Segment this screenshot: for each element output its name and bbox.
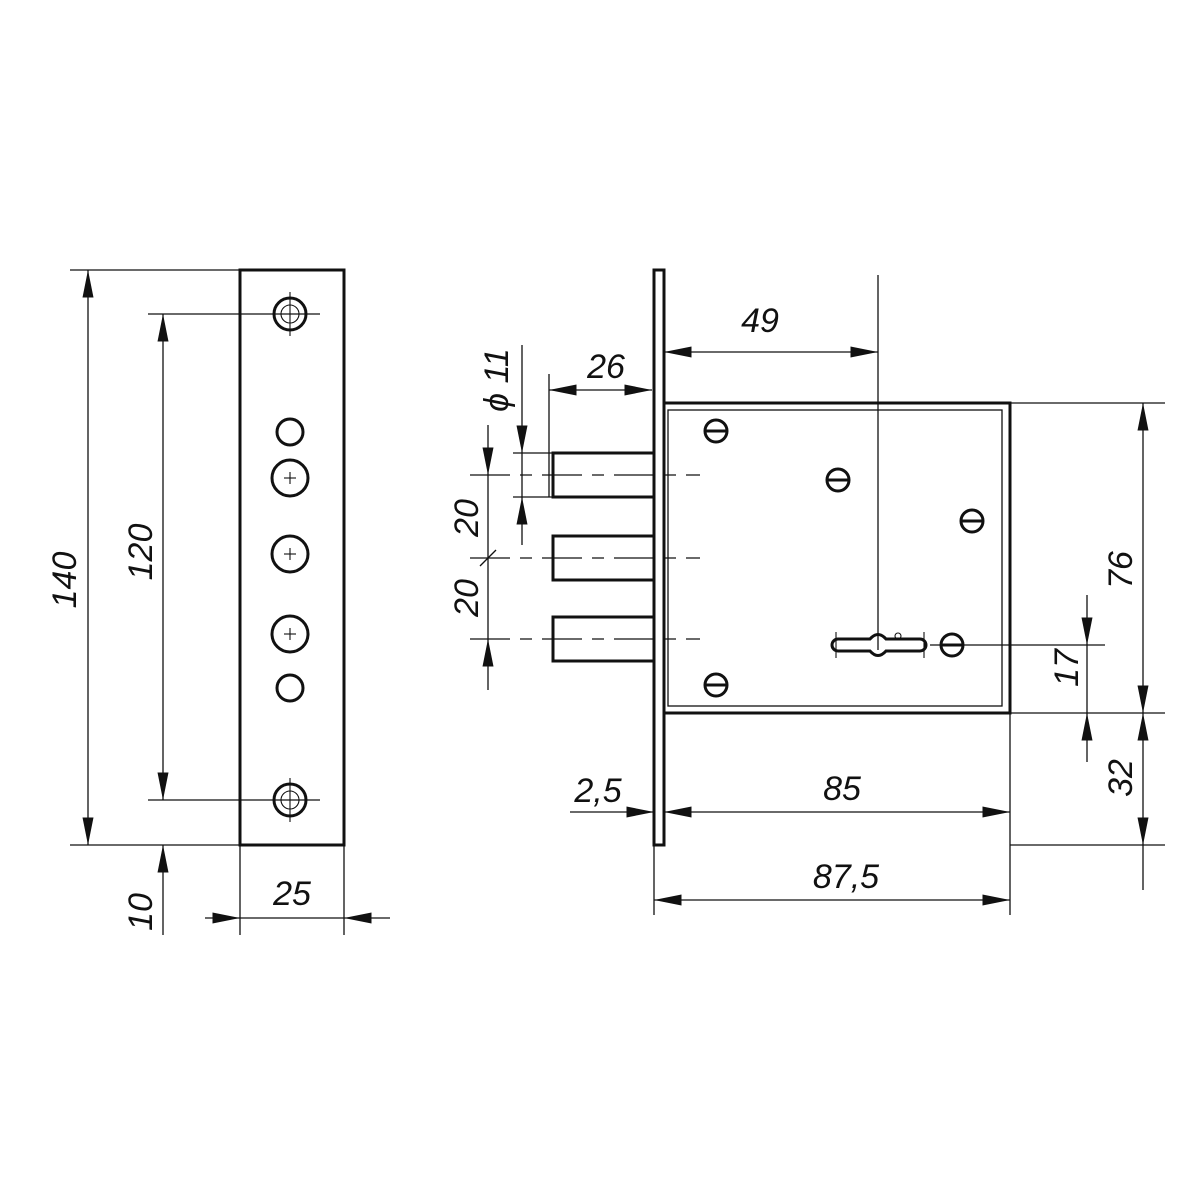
dim-label: 20 [448,579,486,618]
lock-body-view: 49 26 ϕ 11 20 20 76 [448,268,1165,915]
dim-32: 32 [1010,713,1165,890]
dim-26: 26 [548,348,652,497]
case-screw [959,508,985,534]
dim-label: 32 [1102,759,1140,797]
dim-120: 120 [122,313,320,801]
dim-label: ϕ 11 [478,348,516,412]
dim-25: 25 [205,845,390,935]
dim-label: 120 [122,524,160,581]
small-hole-top [275,417,305,447]
dim-label: 49 [741,302,779,340]
small-hole-bottom [275,673,305,703]
dim-49: 49 [664,275,879,650]
case-screw [825,467,851,493]
dim-label: 25 [272,875,311,913]
dim-label: 2,5 [573,772,621,810]
dim-20-20: 20 20 [448,425,497,690]
dim-85: 85 [653,713,1011,915]
dim-76: 76 [1010,402,1165,714]
bolt-hole [270,458,310,498]
dim-label: 87,5 [813,858,879,896]
dim-87-5: 87,5 [654,858,1010,906]
dim-label: 85 [823,770,861,808]
dim-label: 76 [1102,551,1140,589]
keyhole [830,632,928,658]
strike-plate [238,268,346,847]
dim-diameter-11: ϕ 11 [478,345,553,545]
dim-label: 17 [1048,648,1086,687]
dim-17: 17 [930,595,1105,762]
dim-2-5: 2,5 [570,772,654,818]
strike-plate-view: 140 120 10 25 [46,268,390,935]
bolt-hole [270,534,310,574]
dim-label: 20 [448,499,486,538]
dim-140: 140 [46,269,240,846]
case-screw [703,672,729,698]
dim-10: 10 [122,845,169,935]
dim-label: 140 [46,552,84,609]
lock-case [662,401,1012,715]
bolt-hole [270,614,310,654]
dim-label: 10 [122,893,160,931]
dim-label: 26 [586,348,625,386]
case-screw [703,418,729,444]
